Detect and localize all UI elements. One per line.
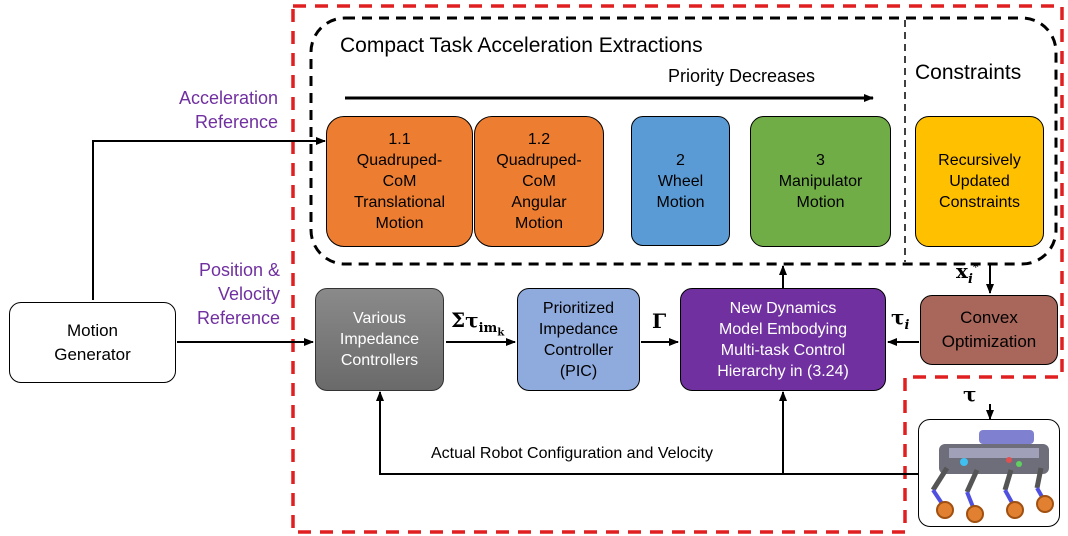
impedance-line1: Various — [352, 310, 407, 327]
quadruped-robot-icon — [930, 430, 1054, 523]
task-3-num: 3 — [816, 152, 825, 169]
position-reference-line1: Position & — [198, 260, 280, 280]
motion-generator-line2: Generator — [54, 344, 131, 364]
task-1-2-num: 1.2 — [527, 131, 551, 148]
convex-line2: Optimization — [941, 332, 1037, 351]
task-1-1-line2: CoM — [382, 173, 417, 190]
dynamics-model-box: New Dynamics Model Embodying Multi-task … — [680, 288, 886, 391]
constraints-line2: Updated — [949, 173, 1010, 190]
xddot-symbol: ẍ — [956, 259, 968, 283]
acceleration-reference-label: Acceleration Reference — [140, 86, 278, 134]
task-1-2-line4: Motion — [514, 215, 564, 232]
priority-label: Priority Decreases — [668, 66, 816, 86]
xddot-label: ẍi* — [956, 259, 979, 287]
constraints-box: Recursively Updated Constraints — [915, 116, 1044, 247]
task-2-box: 2 Wheel Motion — [631, 116, 730, 246]
task-1-1-line3: Translational — [353, 194, 445, 211]
task-1-1-num: 1.1 — [388, 131, 411, 148]
sum-tau-sub: im — [478, 321, 498, 336]
tau-i-label: τi — [891, 305, 909, 333]
task-1-1-line1: Quadruped- — [356, 152, 443, 169]
feedback-line — [376, 391, 918, 475]
sum-tau-symbol: Στ — [451, 308, 479, 332]
task-2-line2: Motion — [656, 193, 705, 211]
task-3-line1: Manipulator — [778, 173, 863, 190]
position-velocity-reference-label: Position & Velocity Reference — [150, 258, 280, 330]
pic-line4: (PIC) — [559, 362, 598, 380]
task-extraction-title: Compact Task Acceleration Extractions — [340, 34, 703, 57]
pic-line1: Prioritized — [542, 299, 615, 317]
task-2-num: 2 — [676, 151, 685, 169]
xddot-sub: i — [967, 272, 973, 287]
feedback-label: Actual Robot Configuration and Velocity — [431, 445, 713, 462]
acceleration-arrow — [92, 137, 326, 300]
task-1-2-line3: Angular — [511, 194, 567, 211]
task-1-2-box: 1.2 Quadruped- CoM Angular Motion — [474, 116, 604, 247]
task-2-line1: Wheel — [657, 172, 704, 190]
sum-tau-subsub: k — [497, 327, 505, 339]
task-3-box: 3 Manipulator Motion — [750, 116, 891, 247]
gamma-label: Γ — [652, 309, 667, 333]
position-reference-line2: Velocity — [217, 284, 280, 304]
task-extraction-dashed-box — [309, 16, 1058, 266]
dynamics-line2: Model Embodying — [718, 320, 848, 338]
dynamics-line3: Multi-task Control — [720, 341, 846, 359]
tau-i-sub: i — [904, 318, 910, 333]
motion-generator-line1: Motion — [66, 320, 119, 340]
pic-line2: Impedance — [538, 320, 619, 338]
task-1-1-box: 1.1 Quadruped- CoM Translational Motion — [326, 116, 473, 247]
impedance-line2: Impedance — [339, 331, 420, 348]
constraints-line3: Constraints — [939, 194, 1020, 211]
sum-tau-label: Στimk — [451, 308, 504, 339]
dynamics-line4: Hierarchy in (3.24) — [717, 362, 849, 380]
position-reference-line3: Reference — [196, 308, 280, 328]
convex-line1: Convex — [960, 308, 1018, 327]
task-1-2-line2: CoM — [522, 173, 556, 190]
impedance-line3: Controllers — [340, 352, 419, 369]
tau-label: τ — [963, 382, 977, 406]
task-3-line2: Motion — [796, 194, 845, 211]
acceleration-reference-line1: Acceleration — [178, 88, 278, 108]
robot-image-frame — [918, 419, 1060, 527]
constraints-line1: Recursively — [938, 152, 1021, 169]
xddot-sup: * — [972, 260, 979, 274]
motion-generator-box: Motion Generator — [9, 302, 176, 383]
pic-line3: Controller — [543, 341, 614, 359]
dynamics-line1: New Dynamics — [729, 299, 837, 317]
tau-i-symbol: τ — [891, 305, 905, 329]
pic-box: Prioritized Impedance Controller (PIC) — [517, 288, 640, 391]
constraints-title: Constraints — [915, 61, 1022, 84]
impedance-controllers-box: Various Impedance Controllers — [315, 288, 444, 391]
task-1-2-line1: Quadruped- — [496, 152, 582, 169]
acceleration-reference-line2: Reference — [194, 112, 278, 132]
convex-optimization-box: Convex Optimization — [920, 295, 1058, 365]
task-1-1-line4: Motion — [375, 215, 424, 232]
